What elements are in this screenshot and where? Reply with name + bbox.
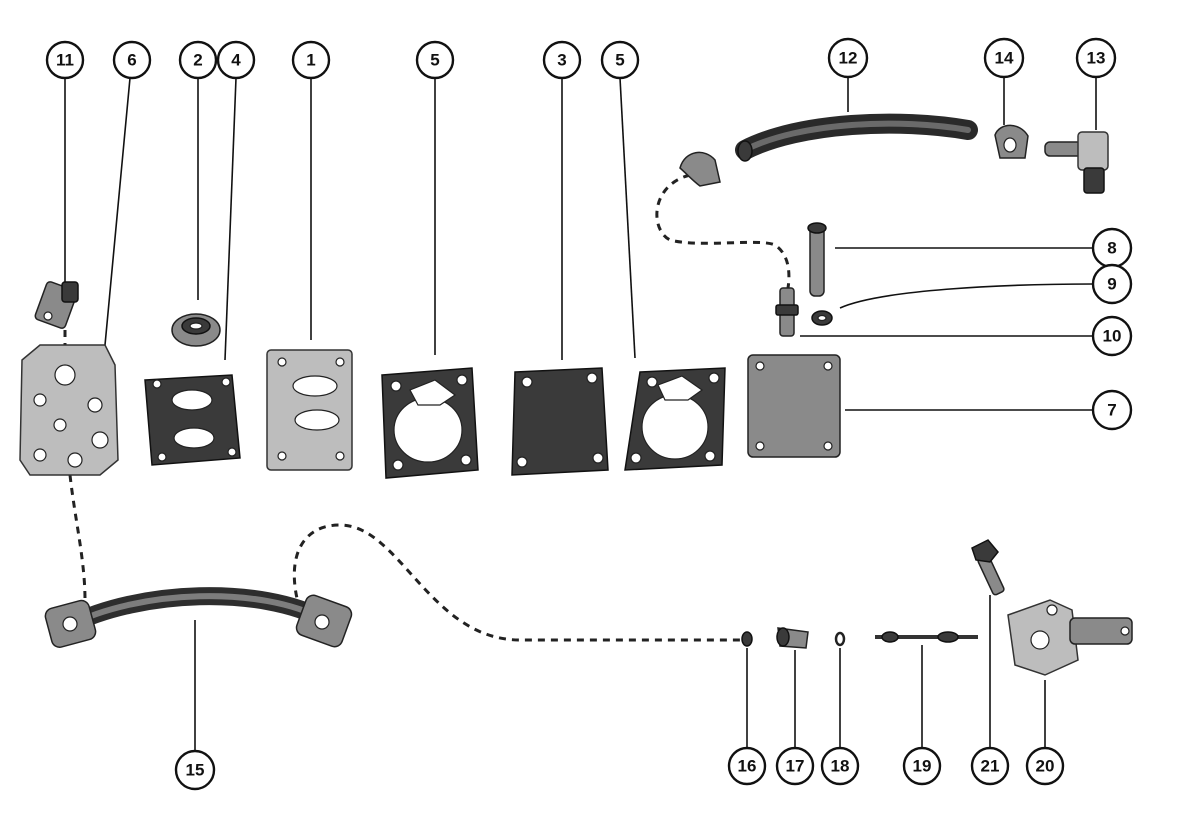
svg-text:4: 4 — [231, 51, 241, 70]
part-2-check-valve — [171, 313, 221, 347]
svg-text:2: 2 — [193, 51, 202, 70]
part-7-cover — [747, 354, 841, 458]
part-11-fitting — [34, 281, 79, 329]
part-6-pump-body — [19, 344, 119, 476]
part-19-rod — [875, 631, 978, 643]
callout-15: 15 — [174, 749, 216, 791]
dashed-line-clip-to-10 — [655, 173, 791, 289]
part-13-elbow-fitting — [1044, 131, 1109, 194]
part-5-gasket-left — [381, 367, 479, 479]
svg-text:5: 5 — [430, 51, 439, 70]
callout-10: 10 — [1091, 315, 1133, 357]
leader-6 — [104, 77, 131, 346]
part-5-gasket-right — [624, 367, 726, 471]
part-10-fitting — [775, 287, 799, 337]
callout-6: 6 — [112, 40, 152, 80]
part-12-hose — [735, 113, 978, 162]
callout-8: 8 — [1091, 227, 1133, 269]
svg-text:6: 6 — [127, 51, 136, 70]
callout-13: 13 — [1075, 37, 1117, 79]
callout-7: 7 — [1091, 389, 1133, 431]
part-4-gasket — [144, 374, 241, 466]
callout-3: 3 — [542, 40, 582, 80]
svg-text:17: 17 — [786, 757, 805, 776]
dashed-line-6-to-15 — [68, 474, 87, 601]
part-9-washer — [811, 310, 833, 326]
callout-5-left: 5 — [415, 40, 455, 80]
svg-text:1: 1 — [306, 51, 315, 70]
svg-text:5: 5 — [615, 51, 624, 70]
part-20-valve-body — [1007, 599, 1133, 676]
callout-17: 17 — [775, 746, 815, 786]
svg-text:11: 11 — [56, 51, 74, 70]
svg-text:21: 21 — [981, 757, 1000, 776]
callout-4: 4 — [216, 40, 256, 80]
part-15-tube — [44, 587, 353, 648]
callout-21: 21 — [970, 746, 1010, 786]
callout-16: 16 — [727, 746, 767, 786]
svg-text:15: 15 — [186, 761, 205, 780]
svg-text:7: 7 — [1107, 401, 1116, 420]
part-18-o-ring — [834, 631, 846, 647]
callout-9: 9 — [1091, 263, 1133, 305]
callout-20: 20 — [1025, 746, 1065, 786]
part-16-washer — [741, 631, 753, 647]
svg-text:13: 13 — [1087, 49, 1106, 68]
svg-text:8: 8 — [1107, 239, 1116, 258]
part-3-diaphragm — [511, 367, 609, 476]
leader-9 — [839, 283, 1094, 309]
callout-2: 2 — [178, 40, 218, 80]
part-14-clip — [994, 124, 1029, 159]
svg-text:16: 16 — [738, 757, 757, 776]
callout-12: 12 — [827, 37, 869, 79]
svg-text:9: 9 — [1107, 275, 1116, 294]
svg-text:10: 10 — [1103, 327, 1122, 346]
svg-text:12: 12 — [839, 49, 858, 68]
part-17-fitting — [776, 627, 809, 649]
dashed-line-15-to-16 — [292, 523, 740, 642]
callout-18: 18 — [820, 746, 860, 786]
callout-5-right: 5 — [600, 40, 640, 80]
callout-11: 11 — [45, 40, 85, 80]
hose-clip-left — [679, 151, 721, 187]
leader-4 — [224, 77, 237, 361]
part-8-pin — [807, 222, 827, 297]
part-21-bolt — [971, 539, 1005, 596]
part-1-plate — [266, 349, 353, 471]
svg-text:18: 18 — [831, 757, 850, 776]
callout-1: 1 — [291, 40, 331, 80]
svg-text:20: 20 — [1036, 757, 1055, 776]
leader-5b — [619, 77, 636, 359]
svg-text:19: 19 — [913, 757, 932, 776]
svg-text:14: 14 — [995, 49, 1014, 68]
svg-text:3: 3 — [557, 51, 566, 70]
callout-14: 14 — [983, 37, 1025, 79]
callout-19: 19 — [902, 746, 942, 786]
